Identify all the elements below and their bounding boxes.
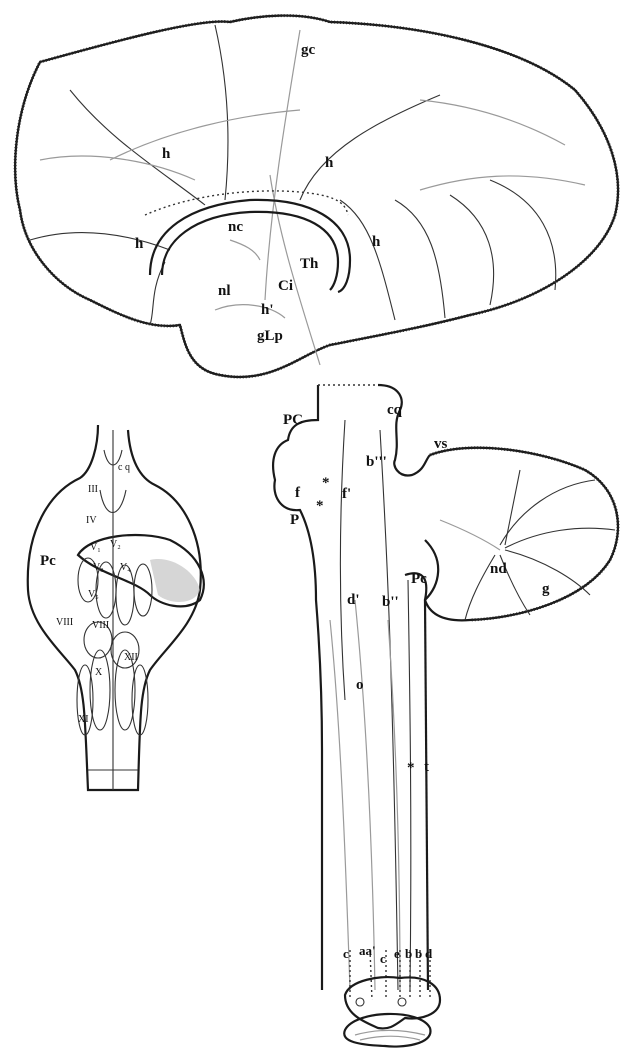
fissure-line <box>215 25 228 200</box>
label-f-prime: f' <box>342 486 351 502</box>
inset-label-V5: V₅ <box>88 589 99 600</box>
inset-label-V2: V₂ <box>110 539 121 550</box>
spinal-cross-section <box>344 950 440 1047</box>
label-h-prime: h' <box>261 302 274 318</box>
label-d-prime: d' <box>347 592 360 608</box>
inset-label-V1: V₁ <box>90 542 101 553</box>
label-cq: cq <box>387 402 403 418</box>
inset-label-V3: V₃ <box>93 562 104 573</box>
label-gLp: gLp <box>257 328 283 344</box>
label-section-c2: c <box>380 951 386 966</box>
label-section-c: c <box>343 946 349 961</box>
fissure-line <box>450 195 494 305</box>
vessel-line <box>110 110 300 160</box>
label-h: h <box>135 236 144 252</box>
label-h: h <box>162 146 171 162</box>
label-vs: vs <box>434 436 448 452</box>
inset-label-Pc: Pc <box>40 553 56 569</box>
label-g: g <box>542 581 550 597</box>
inset-label-V4: V₄ <box>120 562 131 573</box>
stem-internal <box>340 420 345 700</box>
brainstem-left-outline <box>273 385 322 990</box>
inset-shaded-region <box>150 559 200 602</box>
inset-label-VIII: VIII <box>56 617 73 628</box>
section-canal <box>356 998 364 1006</box>
label-h: h <box>372 234 381 250</box>
folia-line <box>500 480 595 545</box>
brainstem-right-lower <box>425 600 428 990</box>
folia-line <box>505 528 615 548</box>
inset-label-VIII-b: VIII <box>92 620 109 631</box>
label-f: f <box>295 485 301 501</box>
inset-label-XI: XI <box>78 714 89 725</box>
label-nc: nc <box>228 219 243 235</box>
fissure-line <box>395 200 445 318</box>
label-P: P <box>290 512 299 528</box>
label-nd: nd <box>490 561 507 577</box>
vessel-line <box>40 156 195 180</box>
vessel-line <box>420 100 565 145</box>
asterisk-mark: * <box>316 498 324 514</box>
nucleus-oval <box>116 565 134 625</box>
callosum-inner-arc <box>162 212 338 290</box>
section-labels: c aa' c e b b d <box>343 943 433 966</box>
brainstem: * * * <box>273 385 430 990</box>
folia-line <box>440 520 500 550</box>
section-canal <box>398 998 406 1006</box>
label-b-triple-prime: b''' <box>366 454 387 470</box>
label-nl: nl <box>218 283 231 299</box>
section-hatching <box>355 1030 425 1035</box>
label-section-b: b <box>405 946 412 961</box>
asterisk-mark: * <box>322 475 330 491</box>
inset-label-IV: IV <box>86 515 97 526</box>
stem-internal <box>380 430 398 990</box>
label-o: o <box>356 677 364 693</box>
stem-internal <box>408 580 411 990</box>
cerebral-hemisphere <box>15 16 618 377</box>
label-b-double-prime: b'' <box>382 594 399 610</box>
label-section-aa: aa' <box>359 943 376 958</box>
fissure-line <box>490 180 556 290</box>
basal-contour <box>230 240 260 260</box>
section-hatching <box>360 1036 420 1040</box>
label-t: t <box>424 759 429 775</box>
hemisphere-fringe <box>15 16 618 377</box>
label-section-d: d <box>425 946 433 961</box>
label-Th: Th <box>300 256 319 272</box>
hemisphere-outline <box>15 16 618 377</box>
label-PC: PC <box>283 412 303 428</box>
label-h: h <box>325 155 334 171</box>
asterisk-mark: * <box>407 760 415 776</box>
inset-medulla <box>28 425 204 790</box>
callosum-arc <box>150 200 350 292</box>
fissure-line <box>30 233 170 250</box>
label-gc: gc <box>301 42 316 58</box>
stem-internal <box>330 620 350 990</box>
vessel-line <box>265 30 300 300</box>
label-section-b2: b <box>415 946 422 961</box>
fissure-line <box>300 95 440 200</box>
inset-label-cq: c q <box>118 462 130 473</box>
vessel-line <box>420 176 585 190</box>
basal-contour <box>215 305 285 318</box>
stem-internal <box>355 600 375 990</box>
inset-label-III: III <box>88 484 98 495</box>
cerebellum <box>425 448 618 621</box>
inset-label-XII: XII <box>124 652 138 663</box>
label-Pc: Pc <box>411 571 427 587</box>
fissure-line <box>340 200 395 320</box>
label-Ci: Ci <box>278 278 293 294</box>
section-upper-outline <box>345 977 440 1028</box>
inset-label-X: X <box>95 667 103 678</box>
label-section-e: e <box>394 946 400 961</box>
folia-line <box>505 470 520 545</box>
